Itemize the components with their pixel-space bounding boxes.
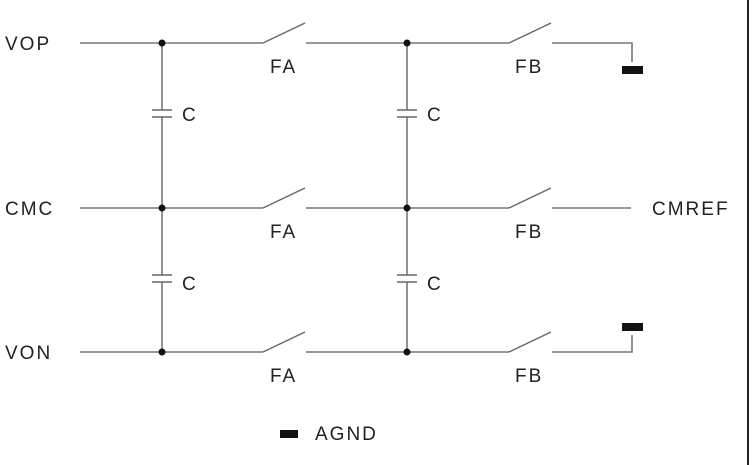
label-vop: VOP [5,34,51,55]
label-cmref: CMREF [652,199,730,220]
cap-label: C [427,274,443,295]
row-cmc [80,187,631,209]
switch-label-fb: FB [515,366,543,387]
legend-agnd-symbol [280,430,298,438]
row-von [80,323,643,353]
agnd-symbol [622,66,643,74]
branch-right [397,43,417,352]
cap-label: C [182,105,198,126]
agnd-symbol [622,323,643,331]
switch-label-fb: FB [515,222,543,243]
switch-label-fb: FB [515,57,543,78]
cap-label: C [427,105,443,126]
row-vop [80,22,643,74]
switch-label-fa: FA [270,366,297,387]
branch-left [152,43,172,352]
junction-dots [158,39,411,356]
switch-label-fa: FA [270,57,297,78]
legend-agnd-label: AGND [315,424,378,445]
label-von: VON [5,343,52,364]
cap-label: C [182,274,198,295]
label-cmc: CMC [5,199,54,220]
switch-label-fa: FA [270,222,297,243]
